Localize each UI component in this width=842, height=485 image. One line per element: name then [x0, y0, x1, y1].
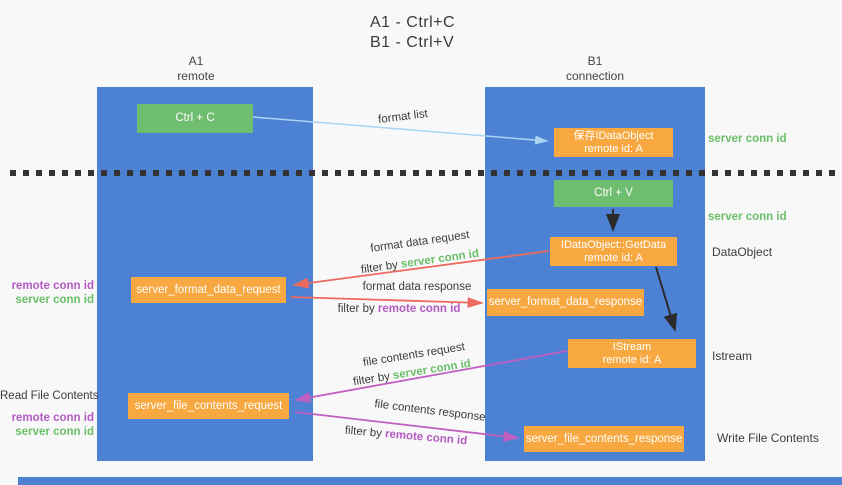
- side-label-remote-conn-id: remote conn id: [11, 412, 94, 424]
- lane-header-b1: B1 connection: [485, 54, 705, 84]
- lane-header-a1: A1 remote: [88, 54, 304, 84]
- node-istream: IStream remote id: A: [568, 339, 696, 368]
- edge-label-format-data-response: format data response: [362, 281, 472, 293]
- node-server-file-contents-response-label: server_file_contents_response: [525, 432, 683, 445]
- lane-b1-name: B1: [587, 54, 603, 68]
- lane-b1-subtitle: connection: [565, 69, 625, 83]
- title-line-1: A1 - Ctrl+C: [370, 14, 456, 31]
- side-label-conn-ids-bottom: remote conn id server conn id: [0, 411, 94, 439]
- lane-a1-name: A1: [188, 54, 204, 68]
- side-label-server-conn-id-mid: server conn id: [708, 211, 787, 223]
- side-label-remote-conn-id: remote conn id: [11, 280, 94, 292]
- edge-label-filter-remote-conn-id-1: filter by remote conn id: [338, 303, 461, 315]
- node-server-format-data-request: server_format_data_request: [131, 277, 286, 303]
- side-label-server-conn-id-top: server conn id: [708, 133, 787, 145]
- node-server-format-data-response-label: server_format_data_response: [488, 296, 643, 308]
- diagram-title: A1 - Ctrl+C B1 - Ctrl+V: [370, 13, 455, 53]
- remote-conn-id-text: remote conn id: [377, 303, 461, 315]
- side-label-dataobject: DataObject: [712, 245, 773, 259]
- remote-conn-id-text: remote conn id: [384, 428, 468, 448]
- node-ctrl-v: Ctrl + V: [554, 180, 673, 207]
- side-label-conn-ids-mid: remote conn id server conn id: [0, 279, 94, 307]
- filter-by-text: filter by: [344, 424, 386, 441]
- node-ctrl-c-label: Ctrl + C: [175, 112, 215, 124]
- node-server-format-data-response: server_format_data_response: [487, 289, 644, 316]
- node-server-format-data-request-label: server_format_data_request: [136, 283, 281, 296]
- side-label-write-file-contents: Write File Contents: [717, 431, 819, 445]
- node-server-file-contents-request-label: server_file_contents_request: [134, 399, 283, 412]
- title-line-2: B1 - Ctrl+V: [370, 34, 455, 51]
- node-idataobject-getdata: IDataObject::GetData remote id: A: [550, 237, 677, 266]
- node-save-idataobject: 保存IDataObject remote id: A: [554, 128, 673, 157]
- filter-by-text: filter by: [337, 303, 378, 315]
- node-idataobject-getdata-line2: remote id: A: [584, 251, 643, 264]
- lane-a1-subtitle: remote: [177, 69, 215, 83]
- server-conn-id-text: server conn id: [400, 247, 480, 271]
- edge-label-filter-remote-conn-id-2: filter by remote conn id: [344, 425, 467, 448]
- node-istream-line2: remote id: A: [602, 353, 662, 366]
- node-server-file-contents-request: server_file_contents_request: [128, 393, 289, 419]
- node-server-file-contents-response: server_file_contents_response: [524, 426, 684, 452]
- node-ctrl-v-label: Ctrl + V: [594, 187, 633, 199]
- node-istream-line1: IStream: [612, 340, 652, 353]
- node-idataobject-getdata-line1: IDataObject::GetData: [560, 238, 667, 251]
- phase-separator-dotted-line: [10, 170, 838, 176]
- node-save-idataobject-line1: 保存IDataObject: [573, 129, 654, 142]
- side-label-read-file-contents: Read File Contents: [0, 390, 99, 402]
- node-save-idataobject-line2: remote id: A: [584, 142, 643, 155]
- node-ctrl-c: Ctrl + C: [137, 104, 253, 133]
- side-label-server-conn-id: server conn id: [15, 294, 94, 306]
- side-label-istream: Istream: [712, 349, 753, 363]
- bottom-lane-edge: [18, 477, 842, 485]
- edge-label-file-contents-response: file contents response: [373, 398, 487, 424]
- filter-by-text: filter by: [360, 258, 402, 277]
- edge-label-format-list: format list: [377, 108, 429, 126]
- filter-by-text: filter by: [352, 370, 394, 389]
- side-label-server-conn-id: server conn id: [15, 426, 94, 438]
